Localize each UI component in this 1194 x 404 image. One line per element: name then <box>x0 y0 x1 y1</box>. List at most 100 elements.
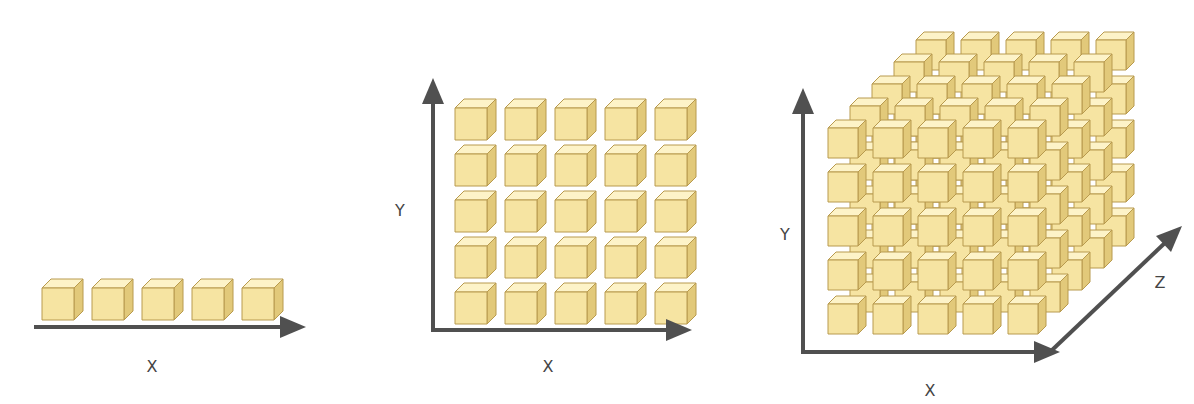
cube-face <box>605 246 637 278</box>
cube-face <box>637 237 646 278</box>
cube-face <box>637 191 646 232</box>
cube-face <box>274 279 283 320</box>
cube-face <box>687 283 696 324</box>
cube-face <box>1008 172 1038 202</box>
cube-face <box>487 99 496 140</box>
cube-face <box>605 108 637 140</box>
cube-face <box>1008 128 1038 158</box>
cube-face <box>505 200 537 232</box>
arrowhead <box>422 78 444 104</box>
cube-face <box>1126 32 1134 70</box>
cube-face <box>948 252 956 290</box>
cube-face <box>555 200 587 232</box>
cube-face <box>1008 216 1038 246</box>
axis-label: X <box>147 357 158 376</box>
cube-face <box>1082 164 1090 202</box>
cube-face <box>555 246 587 278</box>
cube-face <box>872 172 902 202</box>
cube-face <box>124 279 133 320</box>
cube-face <box>1007 260 1037 290</box>
cube-face <box>1060 186 1068 224</box>
cube-face <box>993 120 1001 158</box>
axes <box>34 78 1182 363</box>
cube-face <box>872 216 902 246</box>
cube-face <box>903 164 911 202</box>
cube-face <box>192 288 224 320</box>
cube-face <box>537 191 546 232</box>
y-axis <box>431 98 435 330</box>
cube-face <box>655 154 687 186</box>
cube-face <box>537 99 546 140</box>
arrowhead <box>280 316 306 338</box>
cube-face <box>873 172 903 202</box>
cube-face <box>587 145 596 186</box>
cube-face <box>1104 230 1112 268</box>
cube-face <box>1038 164 1046 202</box>
cube-face <box>948 120 956 158</box>
cube-face <box>858 252 866 290</box>
cube-face <box>455 154 487 186</box>
cube-face <box>918 260 948 290</box>
y-axis <box>801 108 805 352</box>
cube-face <box>142 288 174 320</box>
cube-face <box>455 292 487 324</box>
cube-face <box>587 191 596 232</box>
cube-face <box>42 288 74 320</box>
cube-face <box>1060 230 1068 268</box>
cube-face <box>1104 98 1112 136</box>
cube-face <box>1104 186 1112 224</box>
cube-face <box>948 208 956 246</box>
cube-face <box>687 99 696 140</box>
cube-face <box>655 200 687 232</box>
cube-face <box>1038 296 1046 334</box>
cube-face <box>828 304 858 334</box>
cube-face <box>637 99 646 140</box>
cube-face <box>948 164 956 202</box>
cube-face <box>587 99 596 140</box>
cube-face <box>687 237 696 278</box>
cube-face <box>858 296 866 334</box>
cube-face <box>74 279 83 320</box>
cube-face <box>455 108 487 140</box>
cube-face <box>687 145 696 186</box>
cube-face <box>918 128 948 158</box>
cube-face <box>637 283 646 324</box>
cube-face <box>873 128 903 158</box>
cube-face <box>455 200 487 232</box>
cube-face <box>918 304 948 334</box>
cube-face <box>1104 142 1112 180</box>
cube-face <box>963 260 993 290</box>
cube-face <box>1060 142 1068 180</box>
arrowhead <box>1156 226 1182 252</box>
cube-face <box>962 260 992 290</box>
cube-face <box>872 128 902 158</box>
cube-face <box>655 292 687 324</box>
cube-face <box>605 292 637 324</box>
cube-face <box>555 108 587 140</box>
cube-face <box>963 172 993 202</box>
axis-label: Z <box>1155 273 1166 292</box>
cube-face <box>1007 128 1037 158</box>
cube-face <box>1038 120 1046 158</box>
axis-label: X <box>925 381 936 400</box>
arrowhead <box>792 88 814 114</box>
cube-face <box>487 237 496 278</box>
cube-face <box>873 304 903 334</box>
cube-face <box>505 154 537 186</box>
cube-face <box>962 128 992 158</box>
arrowhead <box>666 319 692 341</box>
cube-face <box>1104 54 1112 92</box>
cube-face <box>993 164 1001 202</box>
cube-face <box>224 279 233 320</box>
cube-face <box>1126 164 1134 202</box>
cube-face <box>555 292 587 324</box>
cube-face <box>1038 208 1046 246</box>
cube-face <box>242 288 274 320</box>
x-axis <box>431 328 672 332</box>
cube-face <box>918 216 948 246</box>
cube-face <box>873 216 903 246</box>
cube-face <box>537 283 546 324</box>
cube-face <box>873 260 903 290</box>
